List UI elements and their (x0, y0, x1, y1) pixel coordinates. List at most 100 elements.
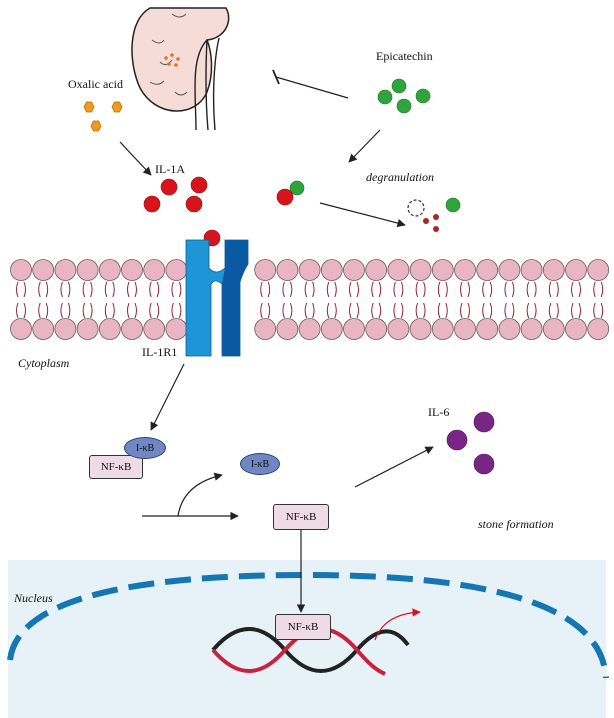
lipid-tail (134, 302, 137, 319)
lipid-tail (356, 281, 359, 298)
lipid-head-inner (298, 318, 321, 340)
il6-label: IL-6 (428, 405, 450, 419)
lipid-head-outer (320, 259, 343, 281)
lipid-head-inner (254, 318, 277, 340)
lipid-tail (526, 281, 530, 298)
lipid-tail (67, 302, 71, 319)
lipid-tail (38, 302, 41, 319)
lipid-tail (571, 302, 574, 319)
lipid-head-outer (76, 259, 99, 281)
il1r1-receptor (185, 239, 249, 357)
lipid-tail (600, 302, 604, 319)
lipid-tail (267, 302, 271, 319)
lipid-tail (593, 281, 596, 298)
lipid-head-outer (121, 259, 143, 281)
lipid-head-outer (298, 259, 321, 281)
lipid-tail (437, 302, 441, 319)
lipid-tail (171, 302, 174, 319)
il1a-molecules (143, 176, 221, 247)
lipid-tail (534, 302, 537, 319)
lipid-head-outer (254, 259, 277, 281)
lipid-tail (556, 281, 559, 298)
arrow-ikb-release (177, 472, 223, 517)
kidney-icon (131, 7, 230, 131)
lipid-head-inner (32, 318, 55, 340)
lipid-tail (437, 281, 441, 298)
lipid-head-inner (498, 318, 521, 340)
lipid-tail (90, 302, 93, 319)
lipid-head-outer (165, 259, 188, 281)
lipid-head-outer (343, 259, 365, 281)
lipid-tail (504, 281, 507, 298)
lipid-tail (16, 281, 19, 298)
nuclear-envelope (7, 571, 609, 679)
lipid-tail (489, 281, 493, 298)
lipid-tail (423, 281, 426, 298)
lipid-tail (267, 281, 271, 298)
lipid-tail (127, 302, 130, 319)
il6-molecules (446, 411, 495, 475)
oxalic-acid-label: Oxalic acid (68, 77, 123, 91)
lipid-tail (511, 302, 515, 319)
lipid-head-inner (320, 318, 343, 340)
lipid-tail (349, 281, 352, 298)
arrow-to-il6 (354, 446, 434, 488)
lipid-head-inner (10, 318, 32, 340)
lipid-tail (60, 302, 63, 319)
nfkb-complex-box: NF-κB (89, 455, 143, 479)
lipid-tail (149, 281, 152, 298)
lipid-tail (415, 281, 419, 298)
arrow-epicatechin-to-il1a (348, 129, 381, 163)
lipid-head-inner (121, 318, 143, 340)
lipid-tail (67, 281, 71, 298)
lipid-tail (178, 281, 182, 298)
lipid-tail (482, 302, 485, 319)
cytoplasm-label: Cytoplasm (18, 356, 70, 370)
lipid-tail (304, 302, 308, 319)
lipid-tail (393, 281, 396, 298)
lipid-tail (326, 302, 330, 319)
nfkb-free-box: NF-κB (273, 504, 329, 530)
lipid-head-outer (387, 259, 410, 281)
lipid-tail (445, 302, 448, 319)
lipid-tail (400, 302, 404, 319)
lipid-tail (260, 302, 263, 319)
lipid-tail (415, 302, 419, 319)
lipid-head-inner (520, 318, 543, 340)
lipid-tail (423, 302, 426, 319)
degranulation-cluster (407, 197, 461, 232)
epicatechin-label: Epicatechin (376, 49, 433, 63)
lipid-head-inner (365, 318, 388, 340)
bound-il1a (276, 188, 294, 206)
stone-formation-label: stone formation (478, 517, 554, 531)
lipid-tail (578, 302, 581, 319)
lipid-tail (82, 302, 86, 319)
lipid-tail (371, 281, 374, 298)
oxalate-molecules (83, 101, 123, 132)
inhibition-line (275, 76, 349, 99)
lipid-head-inner (587, 318, 610, 340)
il1r1-label: IL-1R1 (142, 345, 178, 359)
lipid-head-inner (387, 318, 410, 340)
lipid-tail (556, 302, 559, 319)
lipid-head-outer (276, 259, 299, 281)
lipid-head-inner (76, 318, 99, 340)
lipid-tail (334, 302, 337, 319)
lipid-head-inner (276, 318, 299, 340)
cell-membrane (10, 259, 610, 340)
lipid-tail (526, 302, 530, 319)
lipid-tail (90, 281, 93, 298)
lipid-tail (349, 302, 352, 319)
lipid-tail (445, 281, 448, 298)
lipid-head-inner (476, 318, 499, 340)
lipid-tail (312, 302, 315, 319)
lipid-head-outer (476, 259, 499, 281)
lipid-tail (282, 302, 285, 319)
nucleus-label: Nucleus (14, 591, 53, 605)
lipid-tail (356, 302, 359, 319)
il1a-label: IL-1A (155, 162, 185, 176)
lipid-tail (504, 302, 507, 319)
lipid-tail (393, 302, 396, 319)
lipid-head-outer (54, 259, 77, 281)
